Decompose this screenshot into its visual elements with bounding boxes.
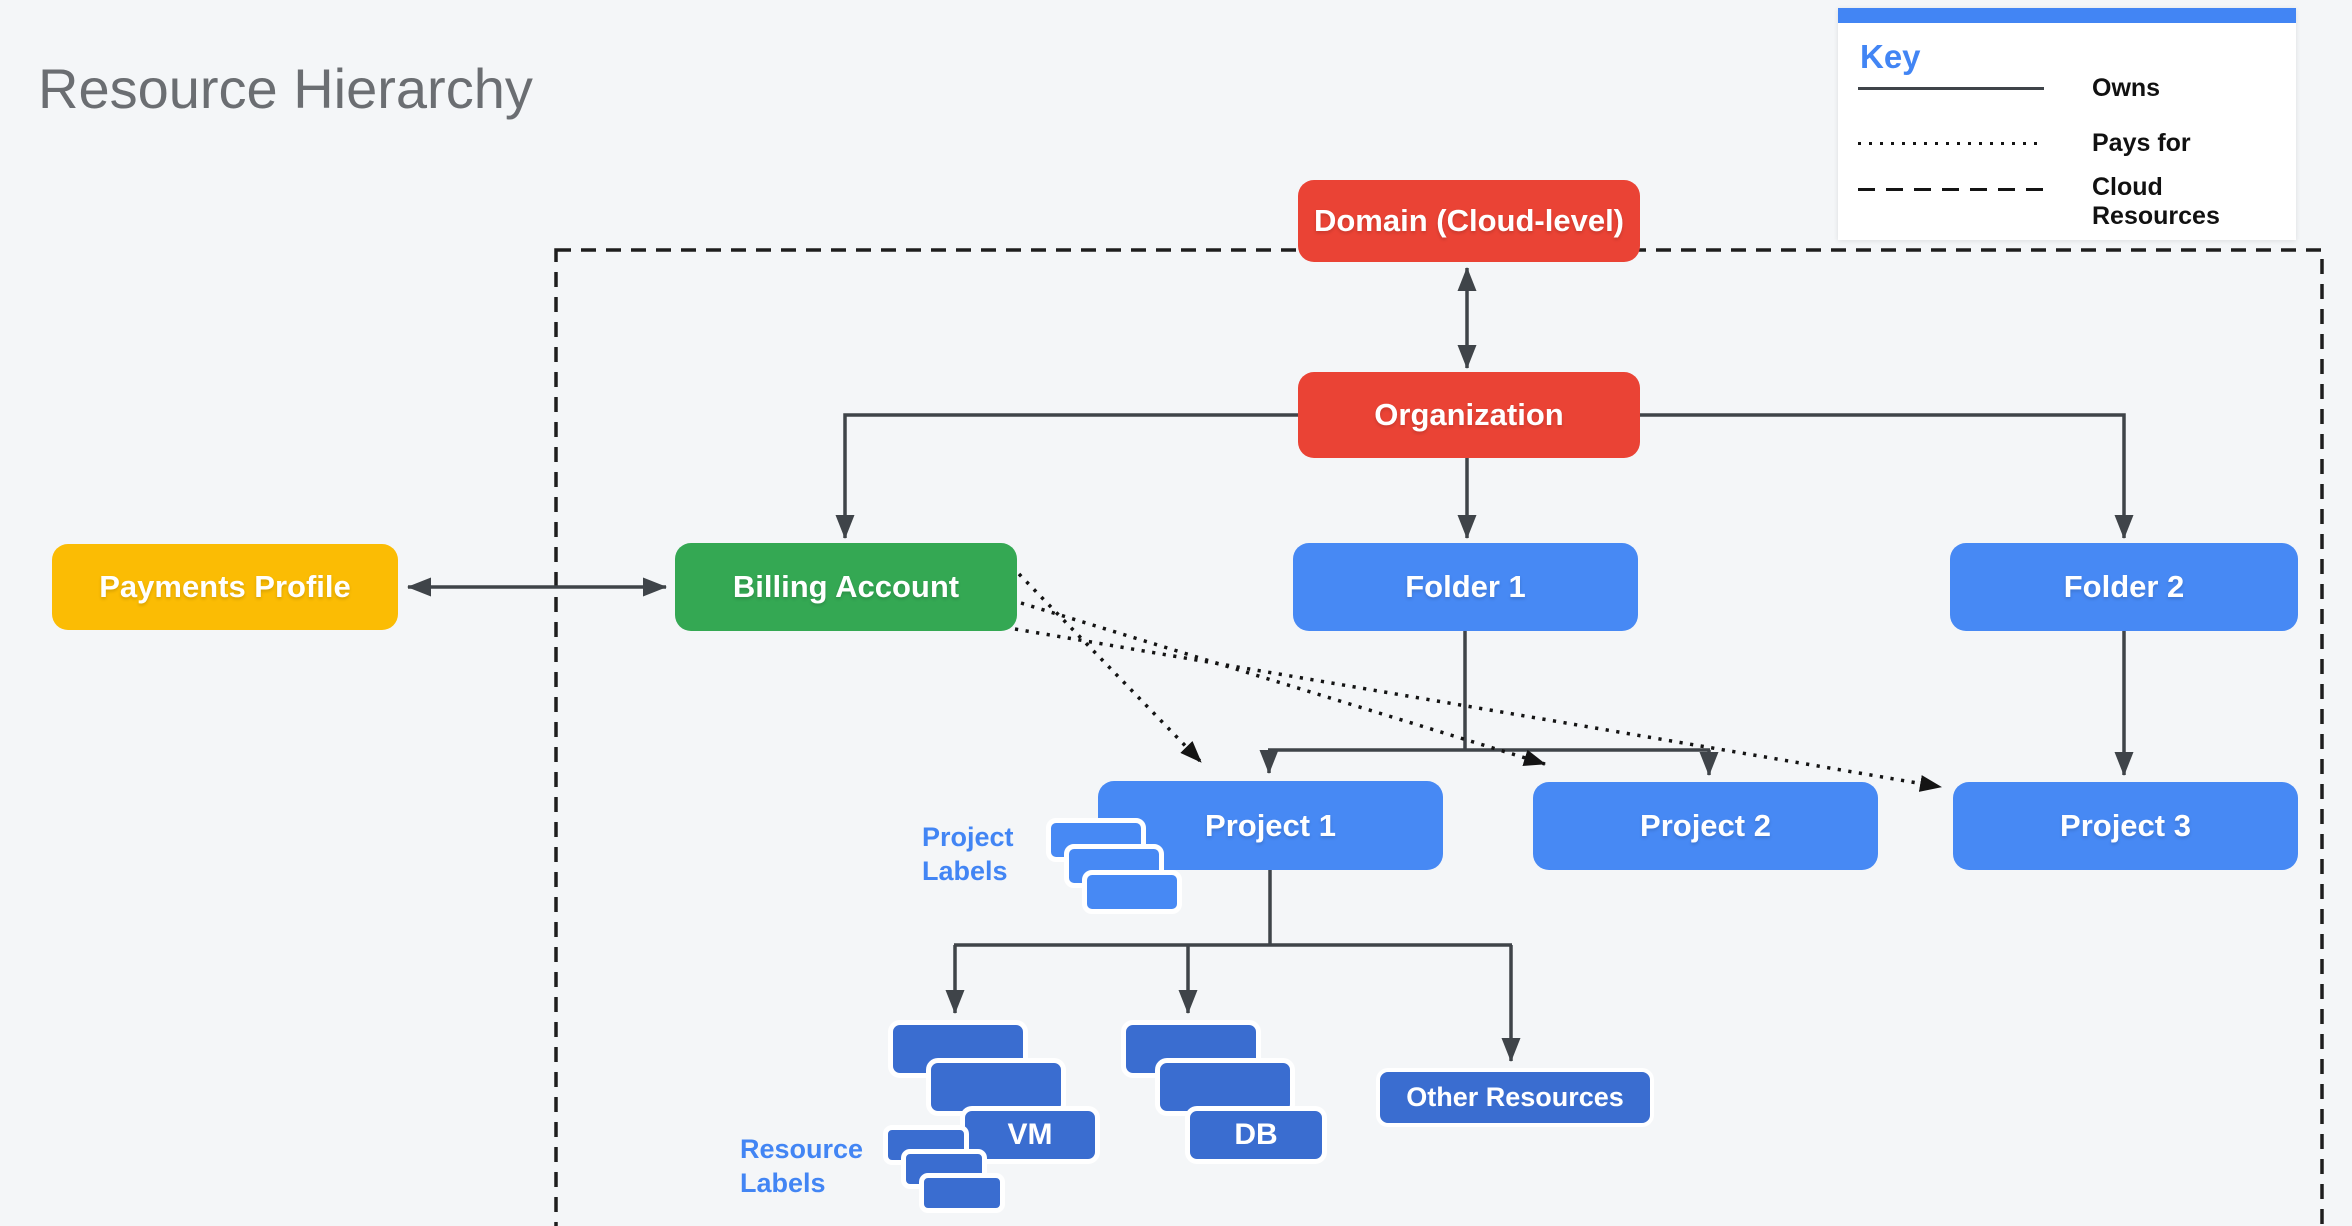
node-organization: Organization	[1298, 372, 1640, 458]
legend-label-cloud-resources: Cloud Resources	[2092, 173, 2220, 230]
legend-label-owns: Owns	[2092, 74, 2161, 102]
node-billing-account: Billing Account	[675, 543, 1017, 631]
arrow-organization-folder2	[1640, 413, 2134, 539]
branch-folder1	[1268, 631, 1710, 752]
node-project-1: Project 1	[1098, 781, 1443, 870]
owns-line-sample	[1858, 87, 2044, 90]
resource-labels-caption: Resource Labels	[740, 1134, 864, 1198]
node-db: DB	[1185, 1106, 1327, 1164]
pays-for-line-sample	[1858, 142, 2044, 145]
node-domain: Domain (Cloud-level)	[1298, 180, 1640, 262]
dotted-arrow-billing-project1	[1017, 572, 1203, 764]
node-other-resources: Other Resources	[1376, 1068, 1654, 1127]
node-payments-profile: Payments Profile	[52, 544, 398, 630]
node-project-2: Project 2	[1533, 782, 1878, 870]
project-labels-caption: Project Labels	[922, 822, 1014, 886]
legend: Key Owns Pays for Cloud Resources	[1838, 8, 2296, 240]
dotted-arrow-billing-project3	[1014, 627, 1942, 792]
resource-labels-card-icon	[919, 1173, 1005, 1213]
legend-title: Key	[1860, 38, 1921, 75]
legend-top-bar	[1838, 8, 2296, 23]
arrow-organization-billing	[835, 413, 1298, 539]
legend-label-pays-for: Pays for	[2092, 129, 2191, 157]
node-project-3: Project 3	[1953, 782, 2298, 870]
project-labels-card-icon	[1082, 870, 1182, 914]
page-title: Resource Hierarchy	[38, 57, 533, 120]
node-folder-1: Folder 1	[1293, 543, 1638, 631]
node-folder-2: Folder 2	[1950, 543, 2298, 631]
cloud-resources-line-sample	[1858, 188, 2044, 191]
